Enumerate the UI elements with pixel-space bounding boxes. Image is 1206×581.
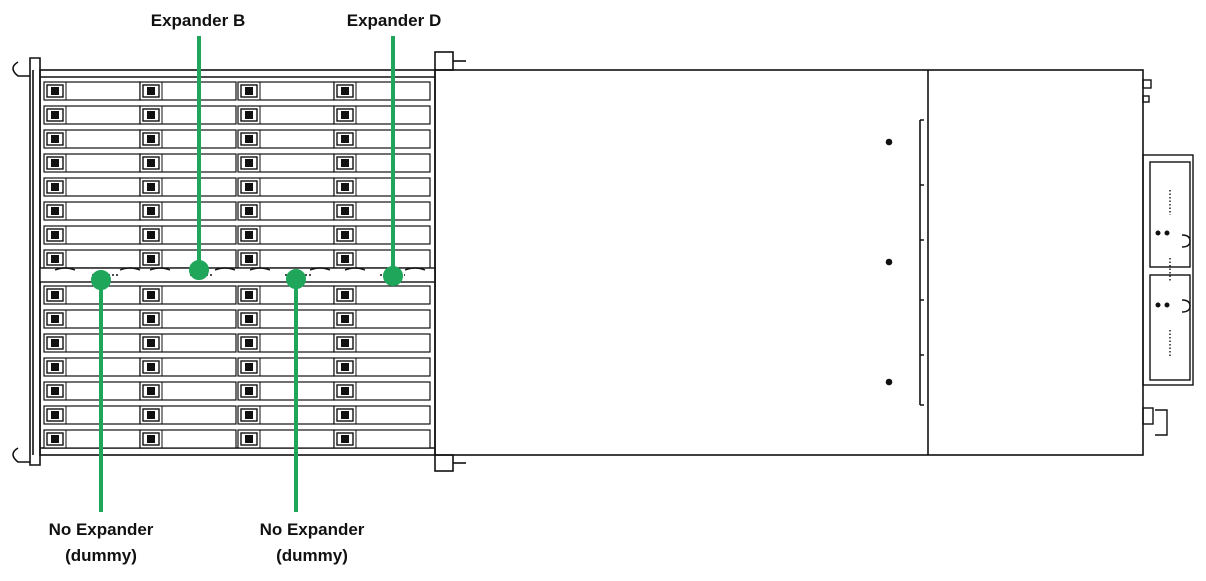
drive-slot [139,129,237,149]
drive-slot [43,309,141,329]
drive-slot [43,81,141,101]
drive-slot [43,429,141,449]
chassis-body [434,51,1144,472]
drive-slot [237,381,335,401]
drive-slot [333,333,431,353]
drive-slot [43,225,141,245]
drive-slot [333,129,431,149]
drive-slot [43,285,141,305]
drive-slot [333,309,431,329]
drive-slot [333,429,431,449]
expander-b-label: Expander B [150,11,246,30]
drive-slot [333,105,431,125]
drive-slot [333,153,431,173]
drive-slot [237,285,335,305]
drive-slot [237,429,335,449]
left-rack-ears [12,57,41,466]
drive-slot [237,333,335,353]
drive-slot [237,309,335,329]
drive-slot [139,333,237,353]
drive-slot [333,357,431,377]
drive-slot [43,177,141,197]
drive-slot [139,285,237,305]
drive-slot [43,405,141,425]
drive-slot [237,81,335,101]
expander-d-marker [383,266,403,286]
drive-slot [333,81,431,101]
drive-slot [43,357,141,377]
no-expander-2-label: No Expander (dummy) [259,520,365,565]
drive-slot [237,249,335,269]
drive-slot [139,105,237,125]
rear-panel [1142,79,1194,436]
drive-slot [43,153,141,173]
drive-slot [333,381,431,401]
drive-slot [237,357,335,377]
drive-slot [139,81,237,101]
no-expander-1-marker [91,270,111,290]
drive-slot [333,249,431,269]
drive-slot [139,381,237,401]
no-expander-1-label: No Expander (dummy) [48,520,154,565]
no-expander-2-marker [286,269,306,289]
drive-slot [237,201,335,221]
drive-slot [333,405,431,425]
drive-slot [139,201,237,221]
drive-slot [43,333,141,353]
drive-slot [43,381,141,401]
drive-slot [139,357,237,377]
drive-slot [237,153,335,173]
drive-slot [139,249,237,269]
drive-slot [237,129,335,149]
drive-slot [237,105,335,125]
drive-slot [139,153,237,173]
drive-slot [237,177,335,197]
drive-slot [139,405,237,425]
drive-slot [43,129,141,149]
drive-slot [333,285,431,305]
drive-slot [139,177,237,197]
drive-slot [333,201,431,221]
expander-row [39,267,436,283]
expander-b-marker [189,260,209,280]
drive-slot [139,309,237,329]
drive-slot [139,225,237,245]
drive-slot [43,201,141,221]
drive-slots [43,81,431,449]
drive-slot [43,105,141,125]
drive-slot [237,225,335,245]
drive-slot [333,177,431,197]
drive-slot [43,249,141,269]
drive-slot [333,225,431,245]
expander-d-label: Expander D [346,11,442,30]
drive-slot [237,405,335,425]
drive-slot [139,429,237,449]
callout-lines [91,36,403,512]
